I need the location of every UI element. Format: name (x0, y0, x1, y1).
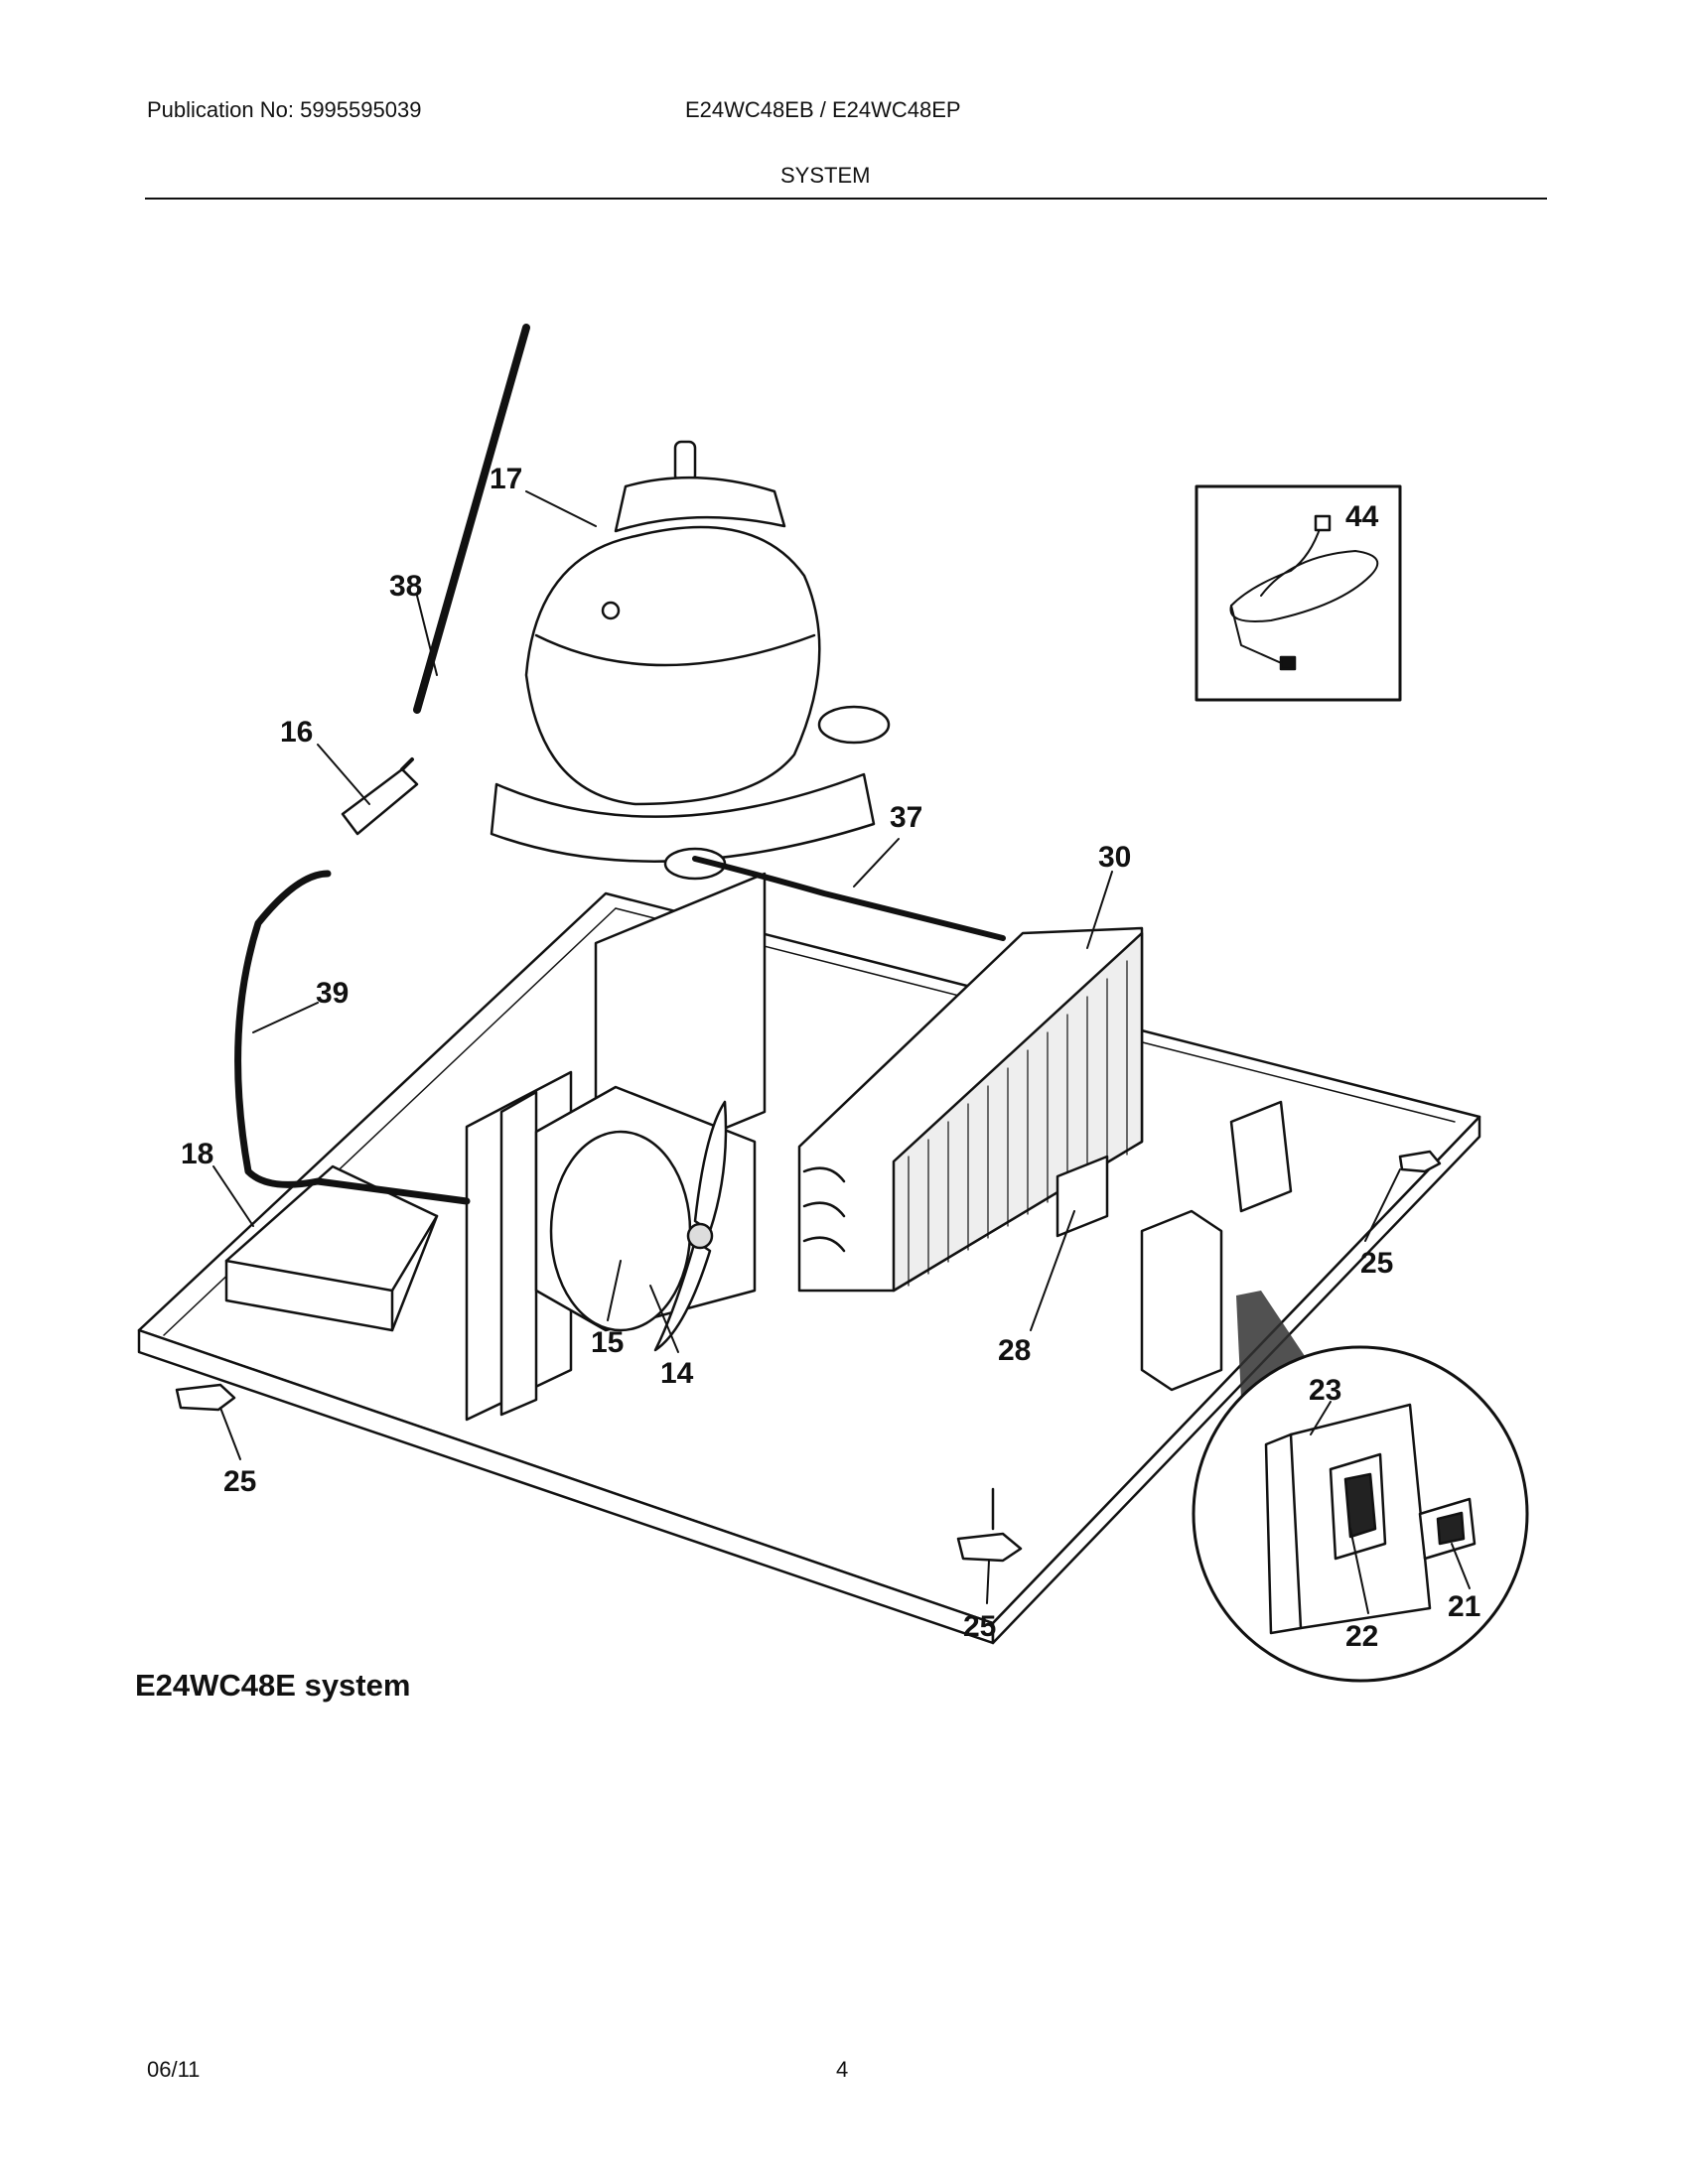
switch-detail-magnifier (1192, 1291, 1529, 1683)
callout-17: 17 (490, 463, 522, 495)
header-divider (145, 198, 1547, 200)
refrigerant-tubing (234, 324, 1006, 1205)
drain-pan (224, 1164, 439, 1332)
callout-39: 39 (316, 977, 349, 1010)
callout-22: 22 (1345, 1620, 1378, 1653)
callout-30: 30 (1098, 841, 1131, 874)
page-number: 4 (836, 2057, 849, 2082)
model-numbers: E24WC48EB / E24WC48EP (685, 97, 961, 122)
callout-44: 44 (1345, 500, 1379, 533)
power-cord-inset (1195, 484, 1402, 702)
condenser-fan-assembly (465, 872, 767, 1422)
leader-lines (212, 490, 1471, 1614)
relay-bracket (1055, 1100, 1293, 1392)
callout-25-right: 25 (1360, 1247, 1393, 1280)
callout-21: 21 (1448, 1590, 1480, 1623)
condenser-coil (797, 926, 1144, 1293)
callout-25-bottom: 25 (963, 1610, 996, 1643)
leveling-feet (175, 1150, 1442, 1563)
section-title: SYSTEM (780, 163, 871, 188)
callout-16: 16 (280, 716, 313, 749)
compressor (490, 440, 891, 881)
callout-37: 37 (890, 801, 922, 834)
callout-25-left: 25 (223, 1465, 256, 1498)
callout-28: 28 (998, 1334, 1031, 1367)
callout-23: 23 (1309, 1374, 1341, 1407)
callout-18: 18 (181, 1138, 213, 1170)
callout-38: 38 (389, 570, 422, 603)
callout-14: 14 (660, 1357, 694, 1390)
callout-labels: 17 38 16 37 30 39 18 15 14 28 25 25 25 2… (181, 463, 1480, 1653)
diagram-caption: E24WC48E system (135, 1668, 411, 1703)
publication-number: Publication No: 5995595039 (147, 97, 422, 122)
footer-date: 06/11 (147, 2057, 201, 2082)
callout-15: 15 (591, 1326, 624, 1359)
